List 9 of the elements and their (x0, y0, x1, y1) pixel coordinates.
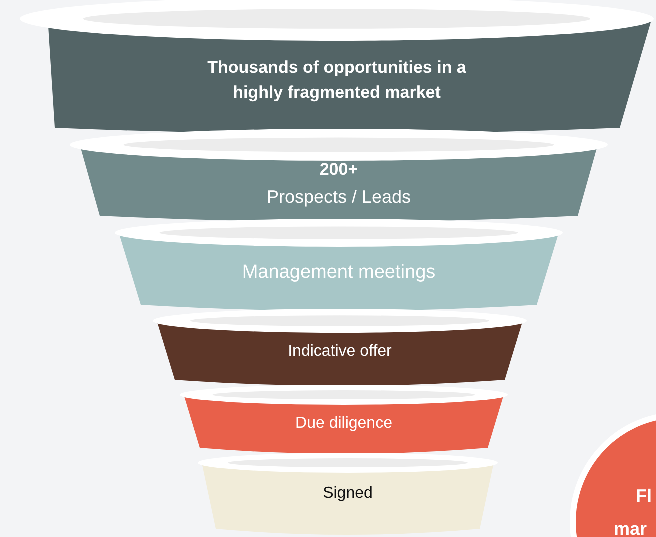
stage-label: Thousands of opportunities in a highly fragmented market (206, 56, 468, 104)
badge-text: Fl (636, 486, 652, 507)
badge-text: mar (614, 519, 648, 537)
stage-count: 200+ (318, 160, 360, 180)
stage-label: Due diligence (294, 415, 394, 434)
stage-label: Prospects / Leads (266, 187, 412, 208)
stage-label: Signed (322, 485, 374, 504)
stage-label: Management meetings (241, 262, 437, 284)
stage-label: Indicative offer (287, 343, 393, 362)
